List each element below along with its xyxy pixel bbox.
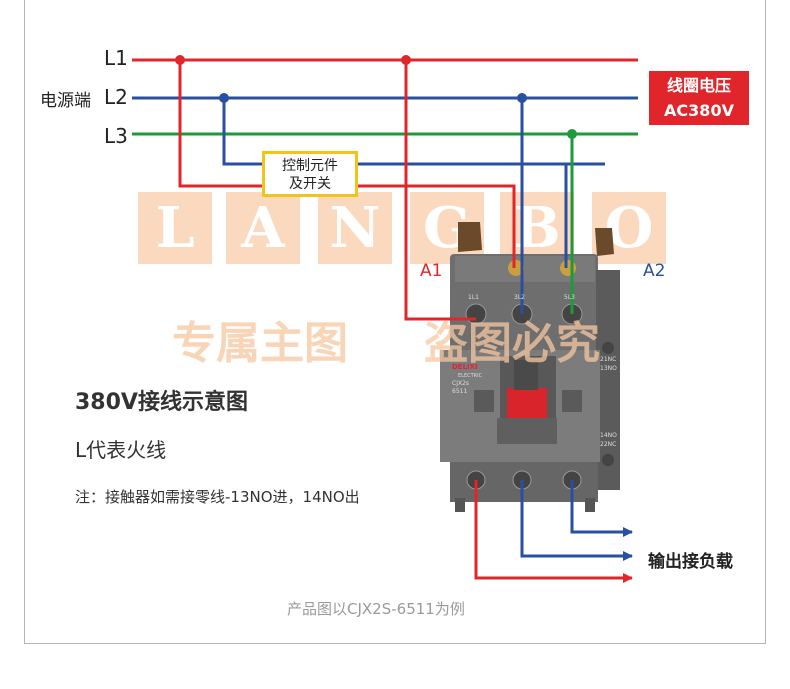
l-description: L代表火线 <box>75 438 167 462</box>
output-wire-red <box>474 480 633 583</box>
control-box-line2: 及开关 <box>289 176 331 192</box>
output-wire-blue <box>520 480 633 561</box>
aux-screw <box>602 454 614 466</box>
wiring-note: 注：接触器如需接零线-13NO进，14NO出 <box>75 488 360 506</box>
feed-l1 <box>404 60 476 321</box>
model-label: CJX2s <box>452 380 470 387</box>
control-wire-l2 <box>222 98 605 166</box>
model-sub-label: 6511 <box>452 388 468 395</box>
watermark-letter: L <box>138 192 212 264</box>
terminal-label: 1L1 <box>468 294 479 301</box>
line-label-l1: L1 <box>104 46 128 70</box>
coil-screw-a1 <box>508 260 524 276</box>
watermark-text: 专属主图 <box>172 318 348 369</box>
foot <box>455 498 465 512</box>
watermark-letter: B <box>500 192 574 264</box>
output-wire-blue-2 <box>570 480 633 537</box>
coil-voltage-badge: 线圈电压 AC380V <box>649 71 749 125</box>
coil-screw-a2 <box>560 260 576 276</box>
brand-sub: ELECTRIC <box>458 373 483 379</box>
watermark-letter: A <box>226 192 300 264</box>
junction-dot <box>517 93 527 103</box>
foot <box>585 498 595 512</box>
voltage-badge-line1: 线圈电压 <box>666 76 731 95</box>
junction-dot <box>219 93 229 103</box>
product-caption: 产品图以CJX2S-6511为例 <box>287 600 465 618</box>
aux-label: 14NO <box>600 432 617 439</box>
watermark-text: 盗图必究 <box>424 318 600 369</box>
diagram-title: 380V接线示意图 <box>75 390 248 415</box>
side-window <box>562 390 582 412</box>
aux-label: 22NC <box>600 441 617 448</box>
side-window <box>474 390 494 412</box>
brand-logo: DELIXI <box>452 363 478 371</box>
terminal-label: 3L2 <box>514 294 525 301</box>
source-label: 电源端 <box>40 91 91 111</box>
mounting-bracket <box>595 228 614 256</box>
red-actuator <box>507 388 547 418</box>
junction-dot <box>401 55 411 65</box>
line-label-l3: L3 <box>104 124 128 148</box>
control-element-box: 控制元件 及开关 <box>262 151 358 197</box>
voltage-badge-line2: AC380V <box>664 101 734 120</box>
actuator-slot <box>514 360 538 390</box>
aux-label: 13NO <box>600 365 617 372</box>
junction-dot <box>567 129 577 139</box>
control-box-line1: 控制元件 <box>282 158 338 174</box>
output-load-label: 输出接负载 <box>648 552 733 572</box>
mounting-bracket <box>458 222 482 252</box>
terminal-label: 5L3 <box>564 294 575 301</box>
coil-terminal-a1: A1 <box>420 261 443 281</box>
content-frame <box>24 0 766 644</box>
junction-dot <box>175 55 185 65</box>
aux-screw <box>602 342 614 354</box>
aux-label: 21NC <box>600 356 617 363</box>
lower-actuator <box>497 418 557 444</box>
line-label-l2: L2 <box>104 85 128 109</box>
watermark-letter: N <box>318 192 392 264</box>
coil-terminal-a2: A2 <box>643 261 666 281</box>
